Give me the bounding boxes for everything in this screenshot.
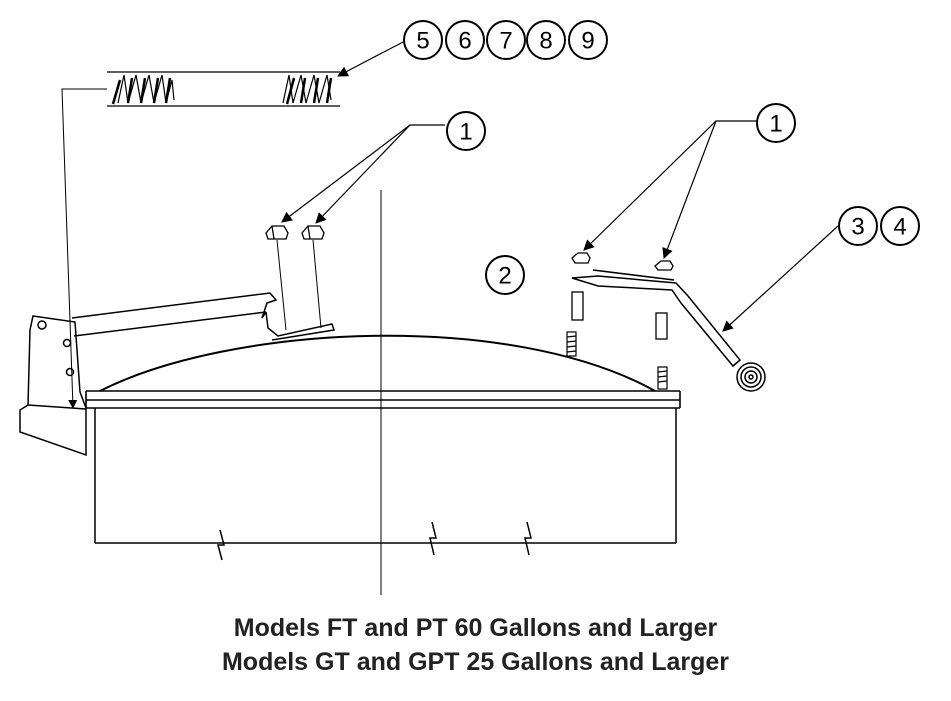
callout-4: 4 bbox=[893, 214, 906, 241]
balloon-6 bbox=[445, 20, 485, 60]
callout-9: 9 bbox=[581, 28, 594, 55]
balloon-8 bbox=[526, 20, 566, 60]
callout-6: 6 bbox=[458, 28, 471, 55]
callout-2: 2 bbox=[498, 263, 511, 290]
threaded-studs bbox=[566, 331, 668, 390]
balloon-7 bbox=[486, 20, 526, 60]
hinge-nuts bbox=[265, 225, 325, 240]
springs-leader-line bbox=[61, 88, 107, 409]
kettle-body bbox=[94, 408, 677, 561]
callout-numbers: 5 6 7 8 9 1 1 2 3 4 bbox=[416, 28, 906, 290]
caption-line-2: Models GT and GPT 25 Gallons and Larger bbox=[221, 648, 730, 676]
hinge-arm bbox=[71, 292, 335, 341]
balloon-5 bbox=[403, 20, 443, 60]
callout-1-right: 1 bbox=[769, 111, 782, 138]
handle-nuts bbox=[571, 252, 674, 271]
balloon-2 bbox=[485, 255, 525, 295]
balloon-3 bbox=[838, 206, 878, 246]
callout-1-left: 1 bbox=[459, 119, 472, 146]
caption-line-1: Models FT and PT 60 Gallons and Larger bbox=[233, 614, 718, 642]
callout-5: 5 bbox=[416, 28, 429, 55]
dome-lid bbox=[99, 334, 656, 392]
balloon-1-right bbox=[756, 103, 796, 143]
balloon-4 bbox=[880, 206, 920, 246]
kettle-rim bbox=[85, 390, 681, 409]
balloon-9 bbox=[568, 20, 608, 60]
callout-balloons bbox=[403, 20, 920, 295]
stud-spacers bbox=[571, 291, 668, 340]
lid-handle bbox=[571, 269, 766, 392]
springs-assembly bbox=[107, 71, 340, 107]
hinge-nut-guide-lines bbox=[276, 239, 322, 331]
balloon-1-left bbox=[446, 111, 486, 151]
callout-3: 3 bbox=[851, 214, 864, 241]
callout-7: 7 bbox=[499, 28, 512, 55]
callout-8: 8 bbox=[539, 28, 552, 55]
callout-leaders bbox=[281, 41, 839, 332]
hinge-bracket bbox=[19, 315, 87, 457]
